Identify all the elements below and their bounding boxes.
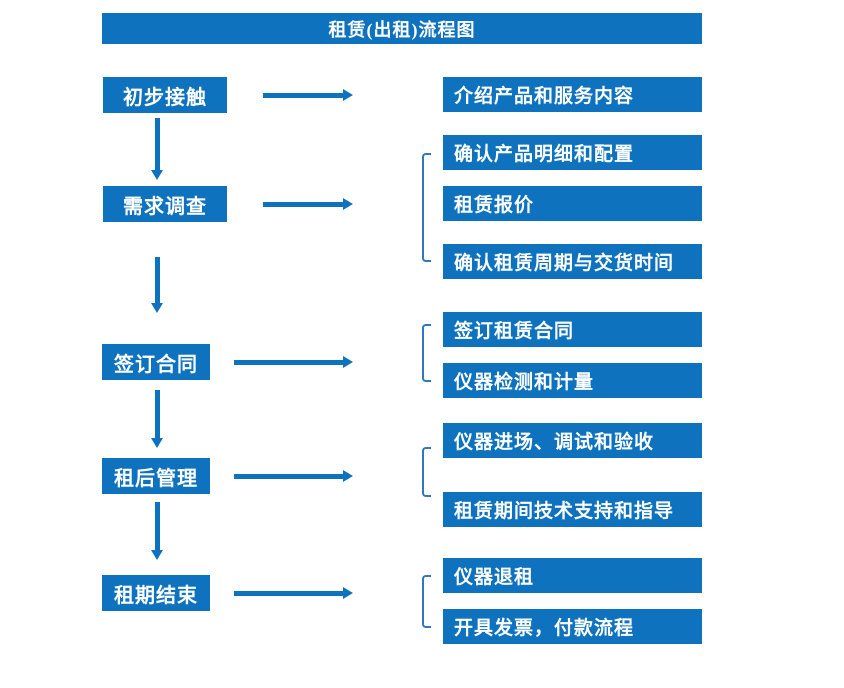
- detail-label: 开具发票，付款流程: [454, 618, 635, 639]
- step-box-post-rental-management: 租后管理: [102, 458, 210, 494]
- detail-label: 签订租赁合同: [454, 321, 575, 342]
- detail-box-rental-quotation: 租赁报价: [443, 186, 702, 221]
- detail-box-instrument-return: 仪器退租: [443, 558, 702, 593]
- detail-label: 租赁报价: [454, 195, 535, 216]
- bracket-icon-rental-end-group: [422, 575, 431, 628]
- step-label: 租后管理: [114, 467, 198, 490]
- detail-label: 介绍产品和服务内容: [454, 86, 635, 107]
- arrow-shaft: [154, 257, 160, 304]
- detail-box-invoice-payment-process: 开具发票，付款流程: [443, 609, 702, 644]
- detail-box-instrument-entry-commissioning-acceptance: 仪器进场、调试和验收: [443, 423, 702, 458]
- arrow-down-icon-4: [151, 502, 163, 560]
- flowchart-title: 租赁(出租)流程图: [328, 19, 476, 40]
- step-box-sign-contract: 签订合同: [102, 344, 210, 380]
- arrow-head: [343, 89, 353, 101]
- detail-label: 确认产品明细和配置: [454, 144, 635, 165]
- bracket-icon-post-rental-group: [422, 447, 431, 497]
- step-label: 签订合同: [114, 353, 198, 376]
- arrow-head: [343, 470, 353, 482]
- detail-box-instrument-testing-metering: 仪器检测和计量: [443, 363, 702, 398]
- arrow-right-icon-initial-contact: [263, 89, 353, 101]
- arrow-down-icon-1: [151, 118, 163, 180]
- arrow-shaft: [154, 390, 160, 439]
- arrow-head: [151, 170, 163, 180]
- detail-box-confirm-rental-period-delivery: 确认租赁周期与交货时间: [443, 244, 702, 279]
- step-label: 初步接触: [123, 86, 207, 109]
- detail-label: 仪器退租: [454, 567, 535, 588]
- arrow-shaft: [234, 473, 344, 479]
- bracket-icon-sign-contract-group: [422, 324, 431, 382]
- detail-label: 租赁期间技术支持和指导: [454, 501, 675, 522]
- arrow-head: [343, 198, 353, 210]
- detail-label: 仪器进场、调试和验收: [454, 432, 655, 453]
- arrow-shaft: [263, 201, 344, 207]
- arrow-right-icon-sign-contract: [234, 356, 353, 368]
- detail-box-introduce-products-services: 介绍产品和服务内容: [443, 77, 702, 112]
- arrow-shaft: [154, 118, 160, 171]
- detail-box-sign-rental-contract: 签订租赁合同: [443, 312, 702, 347]
- arrow-head: [151, 303, 163, 313]
- arrow-down-icon-3: [151, 390, 163, 448]
- arrow-right-icon-rental-end: [234, 587, 353, 599]
- arrow-head: [343, 587, 353, 599]
- arrow-shaft: [154, 502, 160, 551]
- bracket-icon-demand-survey-group: [422, 153, 431, 262]
- arrow-down-icon-2: [151, 257, 163, 313]
- step-box-demand-survey: 需求调查: [103, 186, 227, 222]
- step-box-rental-end: 租期结束: [102, 575, 210, 611]
- arrow-shaft: [234, 359, 344, 365]
- step-box-initial-contact: 初步接触: [103, 77, 227, 113]
- arrow-head: [151, 438, 163, 448]
- detail-label: 仪器检测和计量: [454, 372, 595, 393]
- step-label: 需求调查: [123, 195, 207, 218]
- detail-box-confirm-product-details-config: 确认产品明细和配置: [443, 135, 702, 170]
- detail-label: 确认租赁周期与交货时间: [454, 253, 675, 274]
- detail-box-technical-support-guidance: 租赁期间技术支持和指导: [443, 492, 702, 527]
- arrow-head: [151, 550, 163, 560]
- arrow-head: [343, 356, 353, 368]
- arrow-right-icon-demand-survey: [263, 198, 353, 210]
- arrow-right-icon-post-rental-management: [234, 470, 353, 482]
- step-label: 租期结束: [114, 584, 198, 607]
- arrow-shaft: [263, 92, 344, 98]
- flowchart-title-bar: 租赁(出租)流程图: [102, 13, 702, 44]
- arrow-shaft: [234, 590, 344, 596]
